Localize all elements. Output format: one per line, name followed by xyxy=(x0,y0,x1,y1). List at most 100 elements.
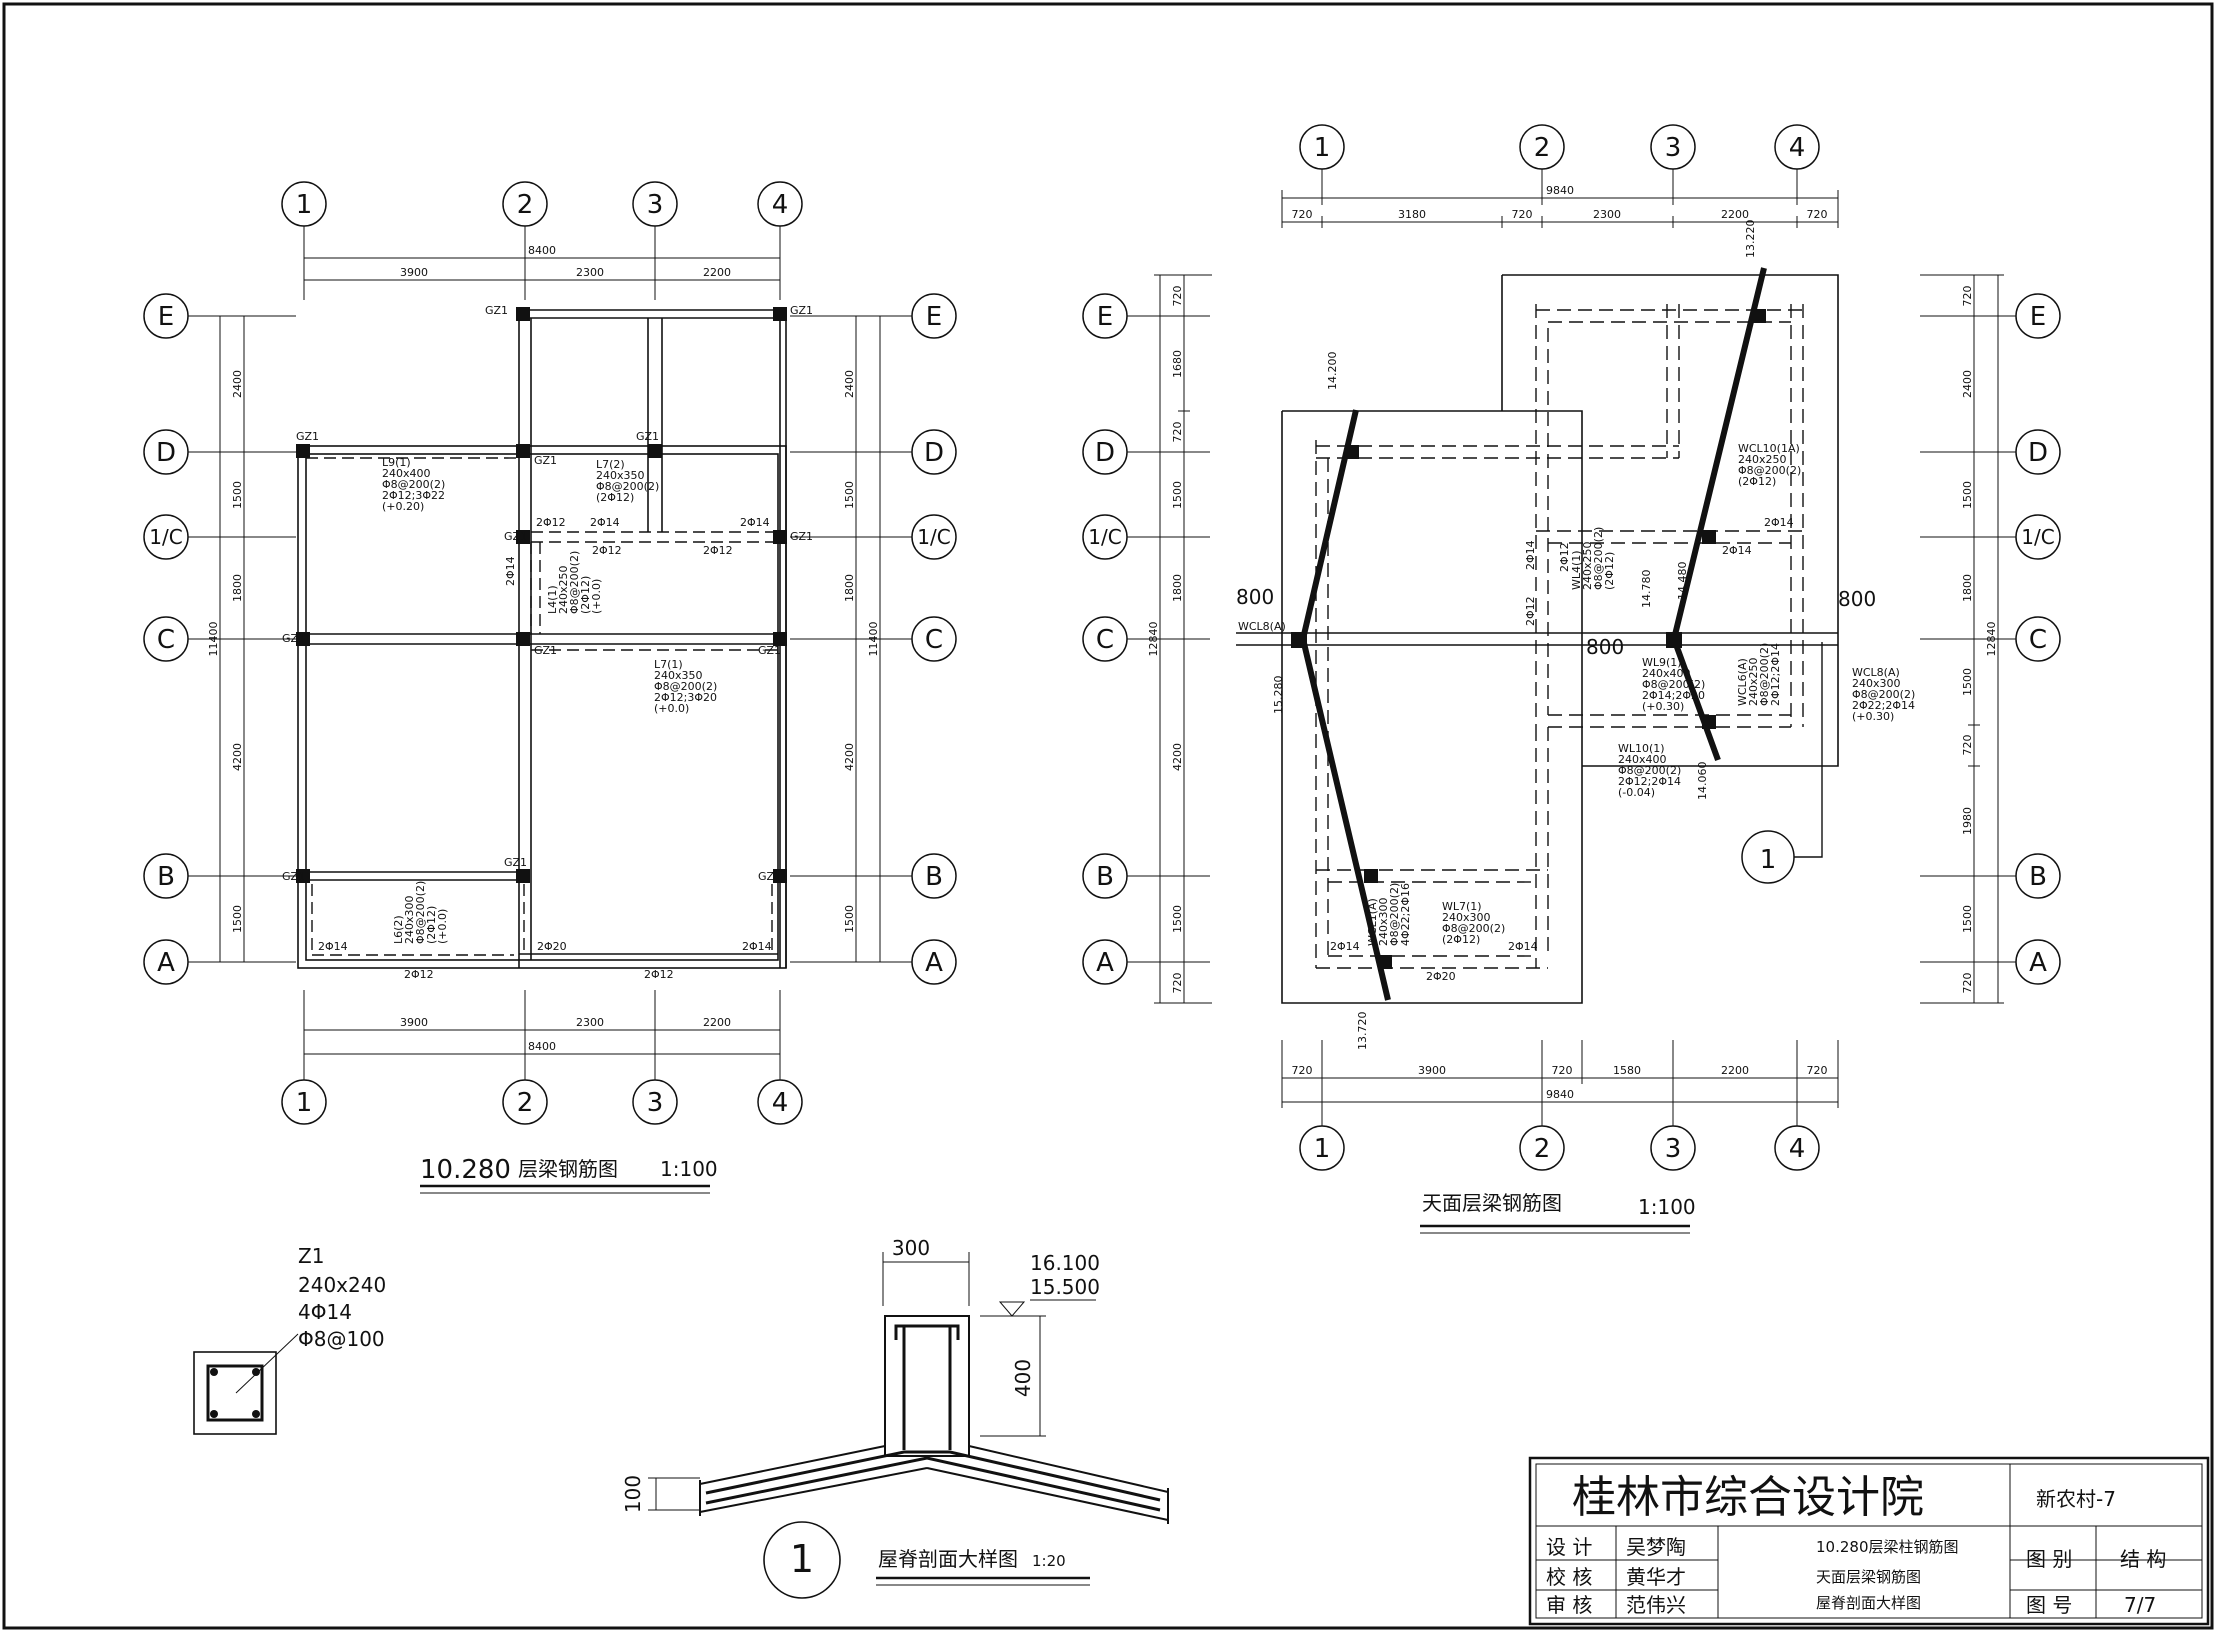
dim-bottom: 720 xyxy=(1807,1064,1828,1077)
axis-bubble-bottom-1: 1 xyxy=(1299,1125,1345,1171)
callout-line: L7(1) xyxy=(654,658,683,671)
axis-label: A xyxy=(157,948,175,978)
axis-label: C xyxy=(2029,625,2047,655)
callout-line: WL10(1) xyxy=(1618,742,1665,755)
elevation-mark: 13.220 xyxy=(1744,220,1757,259)
callout-line: (+0.0) xyxy=(654,702,689,715)
dim-left-5: 1500 xyxy=(231,905,244,933)
dim-left-1: 2400 xyxy=(231,370,244,398)
rebar-label: 2Φ14 xyxy=(590,516,620,529)
axis-bubble-bottom-3: 3 xyxy=(1650,1125,1696,1171)
ridge-section-detail: 300 16.100 15.500 400 xyxy=(621,1236,1169,1599)
plan-10280-beam-rebar: 1 2 3 4 1 2 3 4 E D 1/C C B A E D 1/C C … xyxy=(143,181,957,1194)
axis-bubble-bottom-4: 4 xyxy=(757,1079,803,1125)
gz1-label: GZ1 xyxy=(504,530,527,543)
gz1-label: GZ1 xyxy=(534,644,557,657)
axis-label: D xyxy=(156,438,176,468)
axis-label: 3 xyxy=(1665,1134,1682,1164)
axis-bubble-bottom-4: 4 xyxy=(1774,1125,1820,1171)
rebar-label: 2Φ14 xyxy=(740,516,770,529)
axis-bubble-right-D: D xyxy=(911,429,957,475)
dim-top: 2200 xyxy=(1721,208,1749,221)
section-elev-bottom: 15.500 xyxy=(1030,1275,1100,1299)
dim-left: 720 xyxy=(1171,422,1184,443)
callout-line: 240x250 xyxy=(1738,453,1787,466)
axis-bubble-top-1: 1 xyxy=(281,181,327,227)
axis-label: E xyxy=(926,302,942,332)
axis-bubble-left-D: D xyxy=(1082,429,1128,475)
callout-line: Φ8@200(2) xyxy=(654,680,717,693)
callout-line: WCL10(1A) xyxy=(1738,442,1800,455)
dim-right-3: 1800 xyxy=(843,574,856,602)
axis-bubble-left-C: C xyxy=(1082,616,1128,662)
gz1-label: GZ1 xyxy=(296,430,319,443)
callout-line: (2Φ12) xyxy=(425,906,438,944)
axis-label: A xyxy=(2029,948,2047,978)
beam-outlines xyxy=(297,309,787,969)
number-label: 图 号 xyxy=(2026,1593,2072,1617)
section-elev-top: 16.100 xyxy=(1030,1251,1100,1275)
callout-line: 2Φ12;2Φ14 xyxy=(1769,643,1782,706)
dim-bottom-1: 3900 xyxy=(400,1016,428,1029)
beam-callout-wl10: WL10(1) 240x400 Φ8@200(2) 2Φ12;2Φ14 (-0.… xyxy=(1618,742,1681,799)
axis-bubble-left-C: C xyxy=(143,616,189,662)
dim-left: 1500 xyxy=(1171,481,1184,509)
callout-line: 2Φ12;3Φ20 xyxy=(654,691,717,704)
gz1-label: GZ1 xyxy=(790,304,813,317)
column-stirrup: Φ8@100 xyxy=(298,1327,385,1351)
role-name: 范伟兴 xyxy=(1626,1593,1686,1617)
axis-label: 1 xyxy=(1314,1134,1331,1164)
callout-line: (+0.0) xyxy=(436,909,449,944)
axis-label: 2 xyxy=(517,1088,534,1118)
axis-bubble-right-D: D xyxy=(2015,429,2061,475)
axis-label: 4 xyxy=(1789,1134,1806,1164)
rebar-label: 2Φ12 xyxy=(536,516,566,529)
column-rebars xyxy=(210,1368,260,1418)
role-label: 设 计 xyxy=(1546,1535,1592,1559)
callout-line: Φ8@200(2) xyxy=(1642,678,1705,691)
dim-left-4: 4200 xyxy=(231,743,244,771)
beam-callout-wcl10: WCL10(1A) 240x250 Φ8@200(2) (2Φ12) xyxy=(1738,442,1801,488)
callout-line: 2Φ12;2Φ14 xyxy=(1618,775,1681,788)
dim-right-5: 1500 xyxy=(843,905,856,933)
axis-label: E xyxy=(158,302,174,332)
elevation-mark: 14.200 xyxy=(1326,352,1339,391)
axis-bubble-right-A: A xyxy=(911,939,957,985)
axis-bubble-left-E: E xyxy=(1082,293,1128,339)
beam-callout-l7-1: L7(1) 240x350 Φ8@200(2) 2Φ12;3Φ20 (+0.0) xyxy=(654,658,717,715)
callout-line: Φ8@200(2) xyxy=(1852,688,1915,701)
rebar-label: 2Φ20 xyxy=(1426,970,1456,983)
callout-line: (2Φ12) xyxy=(1442,933,1480,946)
axis-label: 3 xyxy=(1665,133,1682,163)
role-name: 吴梦陶 xyxy=(1626,1535,1686,1559)
roof-columns xyxy=(1291,309,1766,969)
dim-chain-left xyxy=(214,315,250,963)
gz1-columns xyxy=(296,307,787,883)
plan-scale: 1:100 xyxy=(660,1157,718,1181)
axis-bubble-left-E: E xyxy=(143,293,189,339)
axis-label: 1 xyxy=(296,190,313,220)
axis-bubble-bottom-2: 2 xyxy=(502,1079,548,1125)
dim-total-top: 9840 xyxy=(1546,184,1574,197)
dim-right: 720 xyxy=(1961,286,1974,307)
callout-line: 2Φ12;3Φ22 xyxy=(382,489,445,502)
dim-left-total: 11400 xyxy=(207,622,220,657)
axis-bubble-bottom-2: 2 xyxy=(1519,1125,1565,1171)
axis-bubble-top-2: 2 xyxy=(502,181,548,227)
type-value: 结 构 xyxy=(2120,1547,2166,1571)
axis-label: B xyxy=(925,862,943,892)
ridge-beam-section xyxy=(884,1315,970,1457)
dim-top-1: 3900 xyxy=(400,266,428,279)
axis-bubble-top-3: 3 xyxy=(632,181,678,227)
axis-bubble-left-A: A xyxy=(143,939,189,985)
drawing-list-item: 天面层梁钢筋图 xyxy=(1816,1568,1921,1586)
number-value: 7/7 xyxy=(2124,1593,2156,1617)
axis-label: 1/C xyxy=(917,525,950,549)
callout-line: (+0.20) xyxy=(382,500,424,513)
column-main-rebar: 4Φ14 xyxy=(298,1300,352,1324)
callout-line: 240x250 xyxy=(1747,657,1760,706)
project-name: 新农村-7 xyxy=(2036,1487,2116,1511)
axis-label: E xyxy=(2030,302,2046,332)
dim-left-3: 1800 xyxy=(231,574,244,602)
